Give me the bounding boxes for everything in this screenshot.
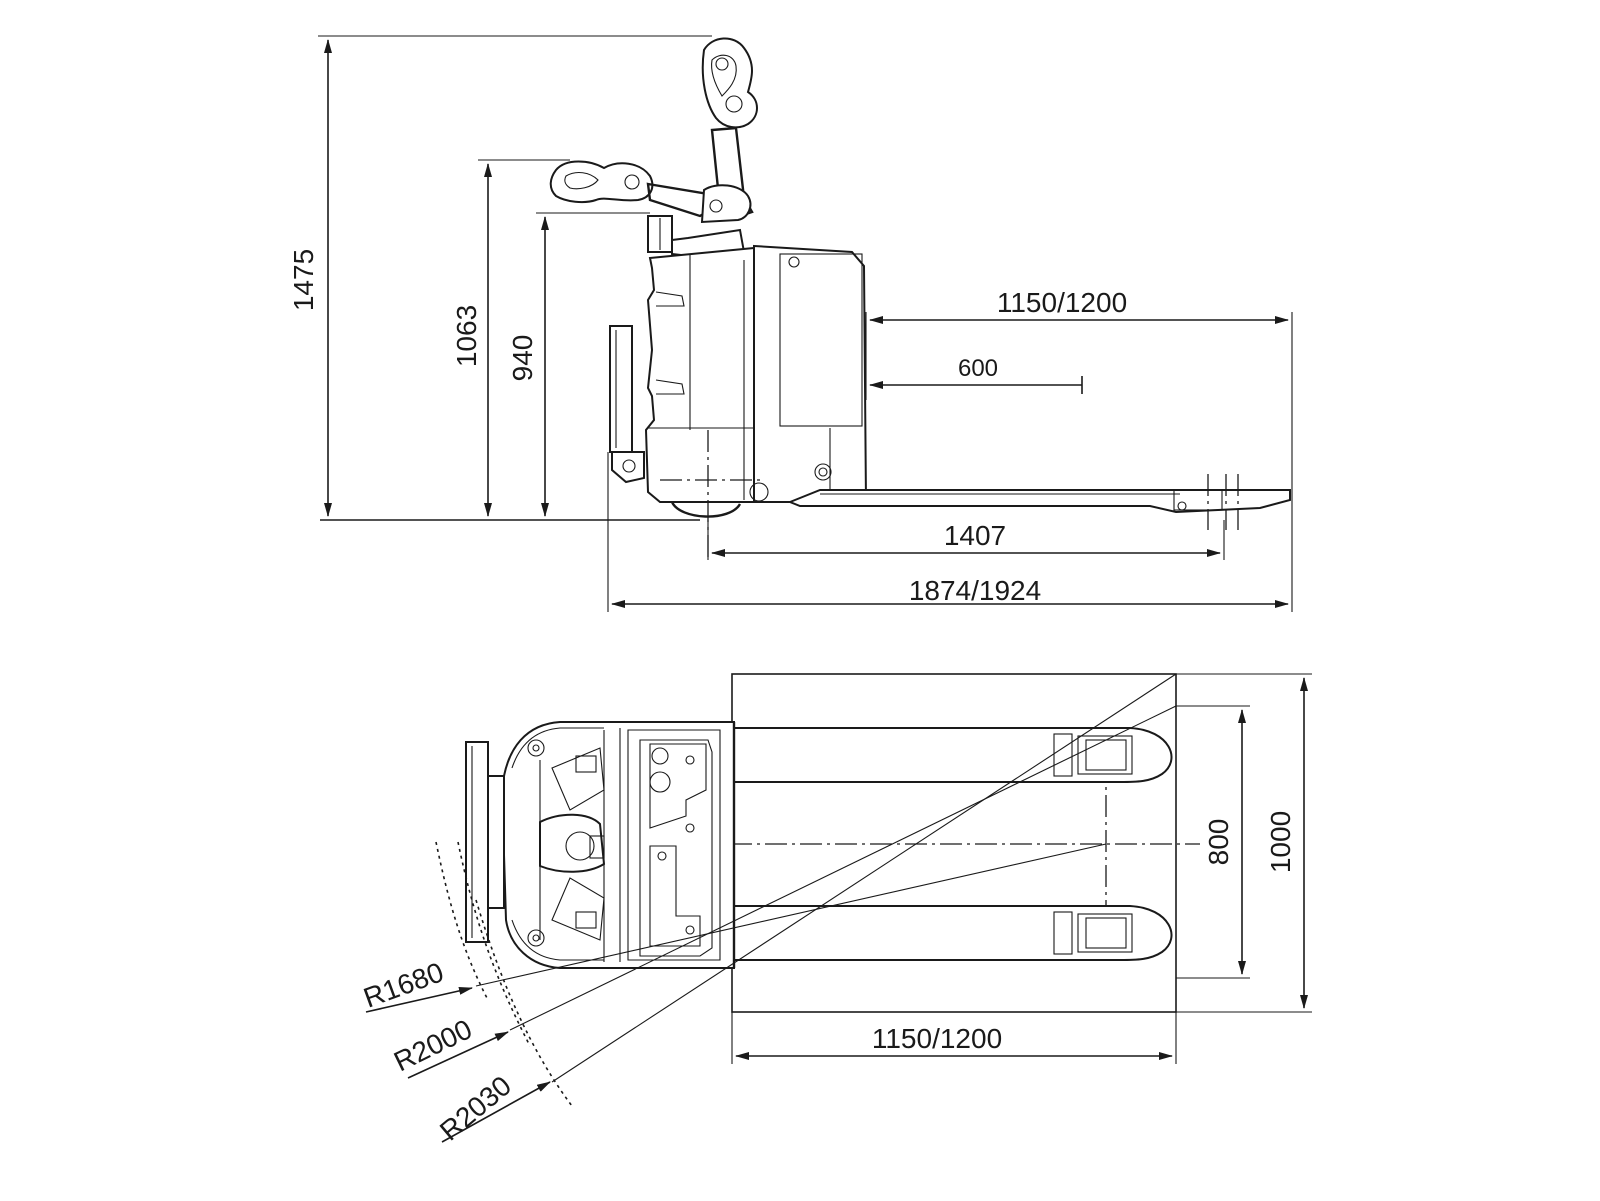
label-fork-length-side: 1150/1200 — [997, 287, 1127, 318]
label-940: 940 — [507, 335, 538, 382]
dim-fork-length-side: 1150/1200 — [865, 287, 1293, 612]
fork-side — [787, 474, 1291, 530]
side-view: 1475 1063 940 1150/1200 600 — [288, 35, 1293, 612]
pallet-outline — [731, 673, 1177, 1013]
dim-wheelbase: 1407 — [707, 520, 1225, 560]
control-head — [647, 215, 746, 258]
fork-top-lower — [731, 905, 1173, 961]
top-view: R1680 R2000 R2030 800 1000 1150/1200 — [359, 673, 1312, 1147]
rear-guard — [609, 325, 645, 484]
dim-radius-2030: R2030 — [434, 1070, 551, 1147]
tiller-handle-lowered — [549, 160, 752, 224]
label-r1680: R1680 — [359, 956, 447, 1013]
turning-radius-arcs — [435, 673, 1177, 1107]
label-r2000: R2000 — [389, 1013, 477, 1077]
label-1063: 1063 — [451, 305, 482, 367]
label-r2030: R2030 — [434, 1070, 517, 1147]
dim-radius-1680: R1680 — [359, 956, 473, 1014]
label-1000: 1000 — [1265, 811, 1296, 873]
dim-load-center: 600 — [869, 355, 1083, 394]
dim-tiller-height: 1063 — [451, 159, 570, 517]
dim-body-height: 940 — [507, 212, 650, 517]
label-1874-1924: 1874/1924 — [909, 575, 1041, 606]
dim-overall-height: 1475 — [288, 35, 712, 517]
fork-top-upper — [731, 727, 1173, 783]
dim-radius-2000: R2000 — [389, 1013, 509, 1079]
truck-chassis-top — [500, 721, 736, 969]
truck-body — [644, 244, 868, 503]
dim-fork-spread: 800 — [1203, 709, 1246, 975]
label-1407: 1407 — [944, 520, 1006, 551]
label-800: 800 — [1203, 819, 1234, 866]
label-1475: 1475 — [288, 249, 319, 311]
label-fork-length-top: 1150/1200 — [872, 1023, 1002, 1054]
dim-overall-length: 1874/1924 — [607, 452, 1289, 612]
rear-guard-top — [465, 741, 505, 943]
dim-fork-length-top: 1150/1200 — [731, 1012, 1177, 1064]
label-600: 600 — [958, 355, 998, 382]
dim-pallet-width: 1000 — [1265, 677, 1308, 1009]
